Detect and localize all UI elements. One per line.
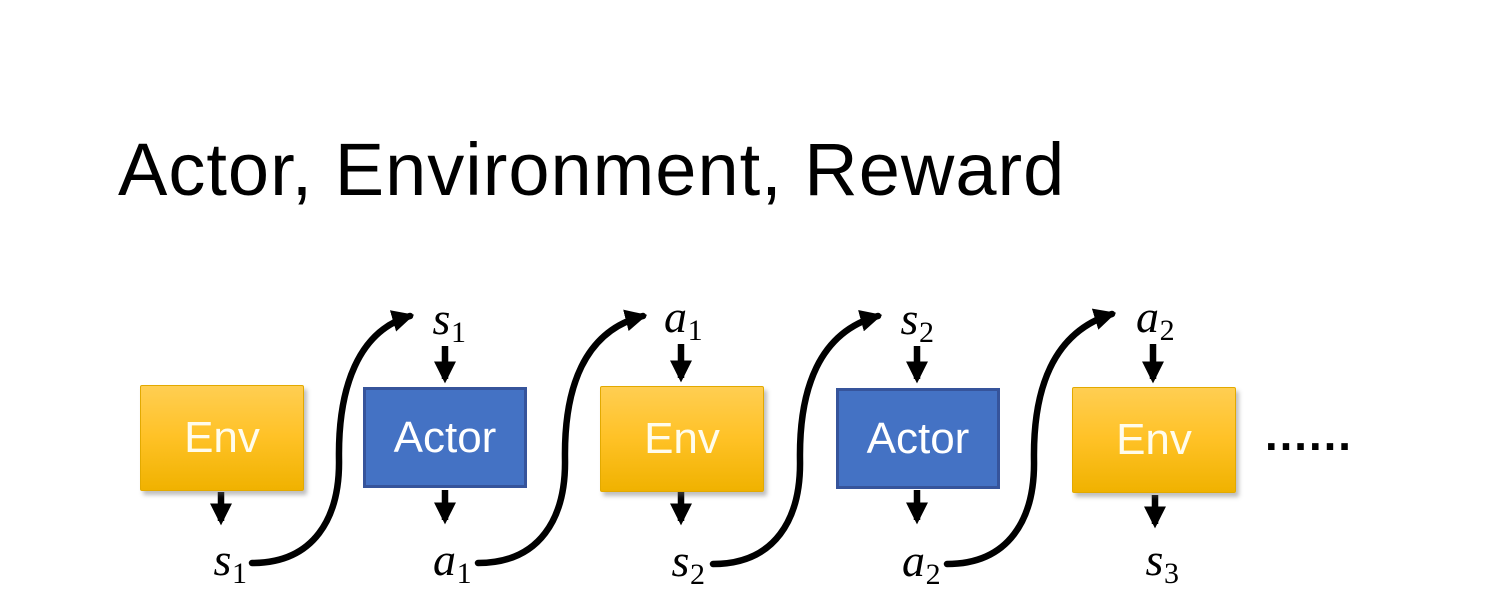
actor-box-2: Actor bbox=[836, 388, 1000, 489]
action-label-a2-top: a2 bbox=[1136, 291, 1175, 346]
label-subscript: 2 bbox=[919, 316, 935, 350]
env-box-2: Env bbox=[600, 386, 764, 492]
continuation-ellipsis: …… bbox=[1263, 408, 1353, 460]
state-label-s1-bottom: s1 bbox=[213, 534, 248, 589]
label-base: s bbox=[1145, 534, 1164, 585]
slide-title: Actor, Environment, Reward bbox=[118, 128, 1066, 211]
curved-arrow-s1-to-actor1 bbox=[248, 310, 415, 567]
label-subscript: 2 bbox=[690, 558, 706, 592]
action-label-a1-top: a1 bbox=[664, 291, 703, 346]
state-label-s1-top: s1 bbox=[432, 293, 467, 348]
env-box-2-label: Env bbox=[644, 414, 720, 463]
label-subscript: 3 bbox=[1164, 557, 1180, 591]
label-subscript: 1 bbox=[456, 557, 472, 591]
label-base: s bbox=[900, 293, 919, 344]
action-label-a2-bottom: a2 bbox=[902, 535, 941, 590]
label-base: a bbox=[433, 534, 456, 585]
label-base: a bbox=[1136, 291, 1159, 342]
actor-box-1-label: Actor bbox=[393, 412, 497, 462]
env-box-1: Env bbox=[140, 385, 304, 491]
label-subscript: 1 bbox=[451, 316, 467, 350]
curved-arrow-a1-to-env2 bbox=[474, 309, 648, 567]
label-base: s bbox=[213, 534, 232, 585]
actor-box-2-label: Actor bbox=[866, 413, 970, 463]
label-subscript: 2 bbox=[1159, 314, 1175, 348]
state-label-s2-bottom: s2 bbox=[671, 535, 706, 590]
actor-box-1: Actor bbox=[363, 387, 527, 488]
label-subscript: 2 bbox=[925, 558, 941, 592]
env-box-3: Env bbox=[1072, 387, 1236, 493]
curved-arrow-a2-to-env3 bbox=[943, 308, 1117, 568]
label-subscript: 1 bbox=[687, 314, 703, 348]
env-box-1-label: Env bbox=[184, 413, 260, 462]
curved-arrow-s2-to-actor2 bbox=[709, 309, 883, 568]
label-base: s bbox=[432, 293, 451, 344]
label-base: a bbox=[902, 535, 925, 586]
label-base: s bbox=[671, 535, 690, 586]
env-box-3-label: Env bbox=[1116, 415, 1192, 464]
state-label-s2-top: s2 bbox=[900, 293, 935, 348]
action-label-a1-bottom: a1 bbox=[433, 534, 472, 589]
state-label-s3-bottom: s3 bbox=[1145, 534, 1180, 589]
label-subscript: 1 bbox=[232, 557, 248, 591]
label-base: a bbox=[664, 291, 687, 342]
